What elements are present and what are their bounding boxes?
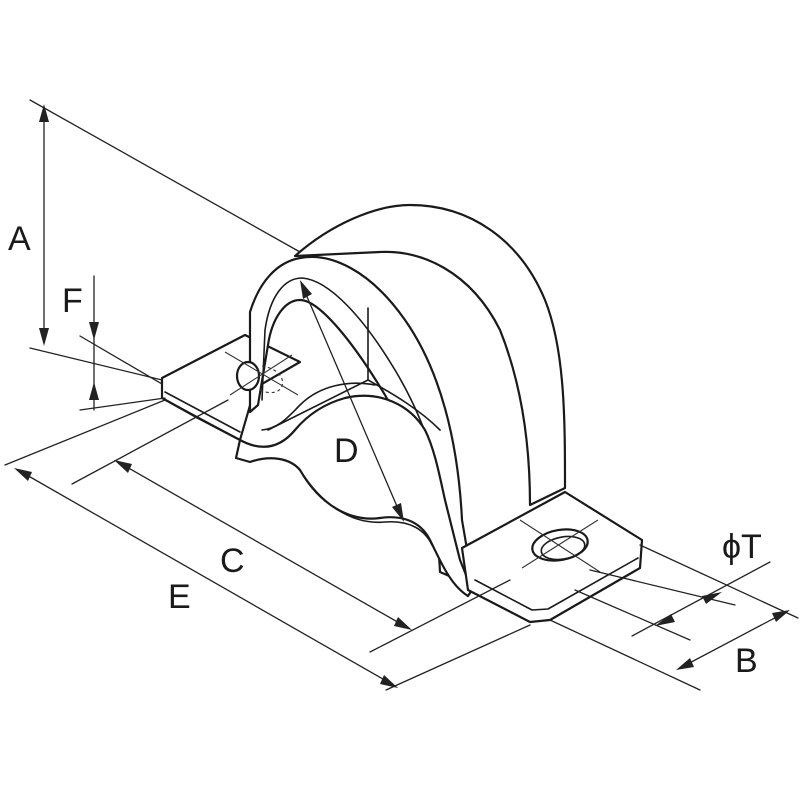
extension-line-base [29,347,163,381]
inner-back-edge [367,307,441,431]
dimension-e [17,469,396,687]
extension-line-b-bottom [549,619,701,691]
extension-line-b-top [639,544,799,619]
clamp-body [160,203,644,624]
extension-line-c-right [369,579,511,653]
extension-line-e-right [385,624,531,691]
label-e: E [168,578,191,616]
dimension-lines [4,99,799,691]
label-t: ϕT [722,528,762,566]
dimension-labels: A F D C E ϕT B [8,220,762,680]
dimension-d [301,284,403,519]
label-f: F [62,282,83,320]
extension-line-e-left [4,399,166,466]
dimension-b [679,611,787,669]
left-hole [235,360,261,392]
hole-centerlines [224,351,601,573]
extension-line-c-left [71,399,229,485]
dimension-t [631,561,771,637]
arch-outer-surface [293,203,567,507]
label-d: D [334,432,359,470]
label-c: C [220,542,245,580]
extension-line-top [29,99,301,253]
dimension-c [117,461,409,629]
label-b: B [735,642,758,680]
saddle-inner-edge [261,382,376,431]
label-a: A [8,220,31,258]
